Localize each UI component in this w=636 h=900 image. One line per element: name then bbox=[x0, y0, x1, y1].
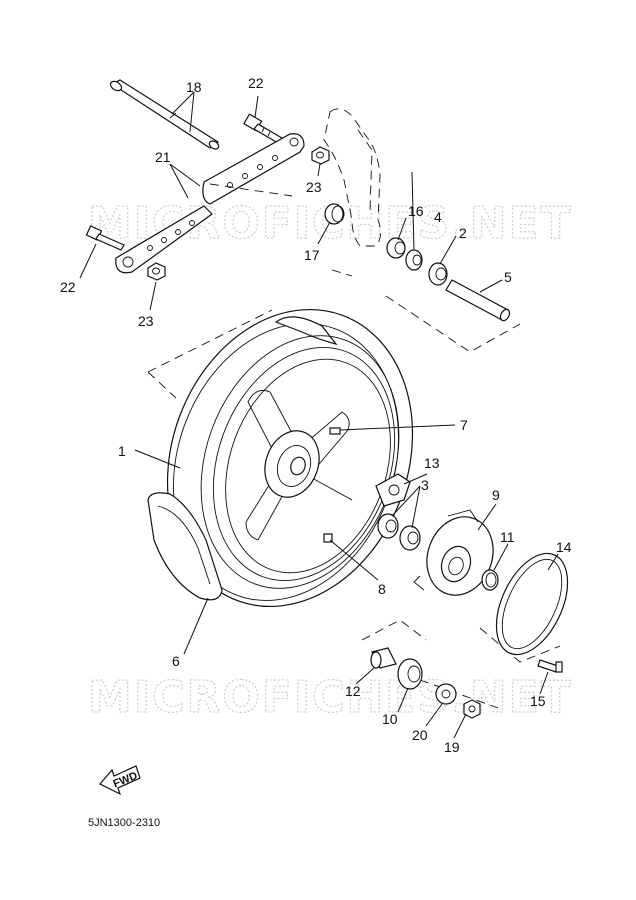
bearing-4 bbox=[405, 249, 423, 271]
balance-weight-8 bbox=[323, 533, 333, 543]
callout-1: 1 bbox=[118, 443, 126, 459]
nut-19 bbox=[463, 699, 481, 719]
callout-10: 10 bbox=[382, 711, 398, 727]
bolt-22-top bbox=[243, 113, 283, 144]
callout-18: 18 bbox=[186, 79, 202, 95]
fwd-arrow-icon: FWD bbox=[99, 765, 141, 796]
cover-ring-14 bbox=[495, 552, 569, 656]
leader-lines bbox=[79, 91, 559, 739]
spacer-2 bbox=[428, 262, 448, 286]
callout-23-lower: 23 bbox=[138, 313, 154, 329]
dust-seal-16 bbox=[386, 237, 406, 259]
valve-7 bbox=[329, 427, 341, 435]
axle-rod-18 bbox=[109, 79, 220, 150]
callout-15: 15 bbox=[530, 693, 546, 709]
callout-11: 11 bbox=[500, 529, 515, 545]
callout-19: 19 bbox=[444, 739, 460, 755]
callout-6: 6 bbox=[172, 653, 180, 669]
fwd-label: FWD bbox=[111, 770, 139, 791]
nut-23-lower bbox=[147, 262, 166, 281]
collar-17 bbox=[324, 203, 345, 225]
callout-23-upper: 23 bbox=[306, 179, 322, 195]
fork-leg-outline bbox=[323, 108, 381, 247]
callout-22-top: 22 bbox=[248, 75, 264, 91]
bearing-3-a bbox=[377, 513, 399, 539]
brake-disc-9 bbox=[413, 509, 494, 596]
callout-13: 13 bbox=[424, 455, 440, 471]
callout-12: 12 bbox=[345, 683, 361, 699]
callout-20: 20 bbox=[412, 727, 428, 743]
callout-5: 5 bbox=[504, 269, 512, 285]
o-ring-11 bbox=[481, 569, 499, 591]
callout-22-left: 22 bbox=[60, 279, 76, 295]
axle-5 bbox=[445, 279, 511, 322]
callout-21: 21 bbox=[155, 149, 171, 165]
bolt-22-left bbox=[85, 225, 125, 251]
callout-2: 2 bbox=[459, 225, 467, 241]
bolt-15 bbox=[537, 659, 563, 673]
callout-labels: 1 2 3 4 5 6 7 8 9 10 11 12 13 14 15 16 1… bbox=[60, 75, 572, 755]
washer-20 bbox=[435, 683, 457, 705]
link-arm-21-lower bbox=[115, 205, 213, 274]
callout-4: 4 bbox=[434, 209, 442, 225]
callout-14: 14 bbox=[556, 539, 572, 555]
callout-9: 9 bbox=[492, 487, 500, 503]
callout-8: 8 bbox=[378, 581, 386, 597]
drawing-code: 5JN1300-2310 bbox=[88, 817, 160, 829]
callout-17: 17 bbox=[304, 247, 320, 263]
bearing-3-b bbox=[399, 525, 421, 551]
callout-7: 7 bbox=[460, 417, 468, 433]
bearing-10 bbox=[397, 658, 423, 690]
assembly-guides bbox=[147, 183, 561, 709]
callout-3: 3 bbox=[421, 477, 429, 493]
callout-16: 16 bbox=[408, 203, 424, 219]
collar-12 bbox=[370, 647, 397, 669]
watermark-bottom: MICROFICHES.NET bbox=[88, 672, 573, 723]
gear-unit-13 bbox=[375, 473, 411, 507]
nut-23-upper bbox=[311, 146, 330, 165]
